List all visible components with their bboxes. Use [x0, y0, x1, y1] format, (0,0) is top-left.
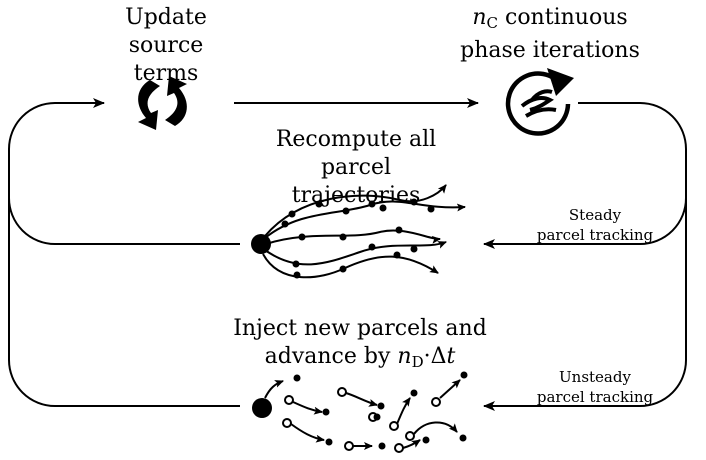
subscript-c: C: [486, 14, 498, 32]
unsteady-tracking-label: Unsteady parcel tracking: [536, 368, 654, 406]
continuous-phase-label: nC continuous phase iterations: [460, 5, 640, 63]
unsteady-parcels-icon: [252, 371, 468, 453]
steady-tracking-label: Steady parcel tracking: [536, 206, 654, 244]
connector-continuous-to-right: [483, 102, 687, 249]
connector-steady-back: [8, 98, 240, 245]
inject-parcels-label: Inject new parcels and advance by nD·Δt: [233, 316, 487, 371]
sync-arrows-icon: [138, 76, 187, 130]
n-variable: n: [397, 344, 412, 369]
subscript-d: D: [411, 353, 424, 371]
flow-cycle-icon: [505, 68, 574, 136]
connector-unsteady-return: [483, 198, 687, 411]
steady-source-dot: [251, 234, 271, 254]
n-variable: n: [472, 5, 487, 30]
unsteady-source-dot: [252, 398, 272, 418]
update-source-terms-label: Update source terms: [125, 5, 207, 86]
steady-trajectories-icon: [251, 184, 466, 279]
connector-unsteady-back: [8, 198, 240, 407]
